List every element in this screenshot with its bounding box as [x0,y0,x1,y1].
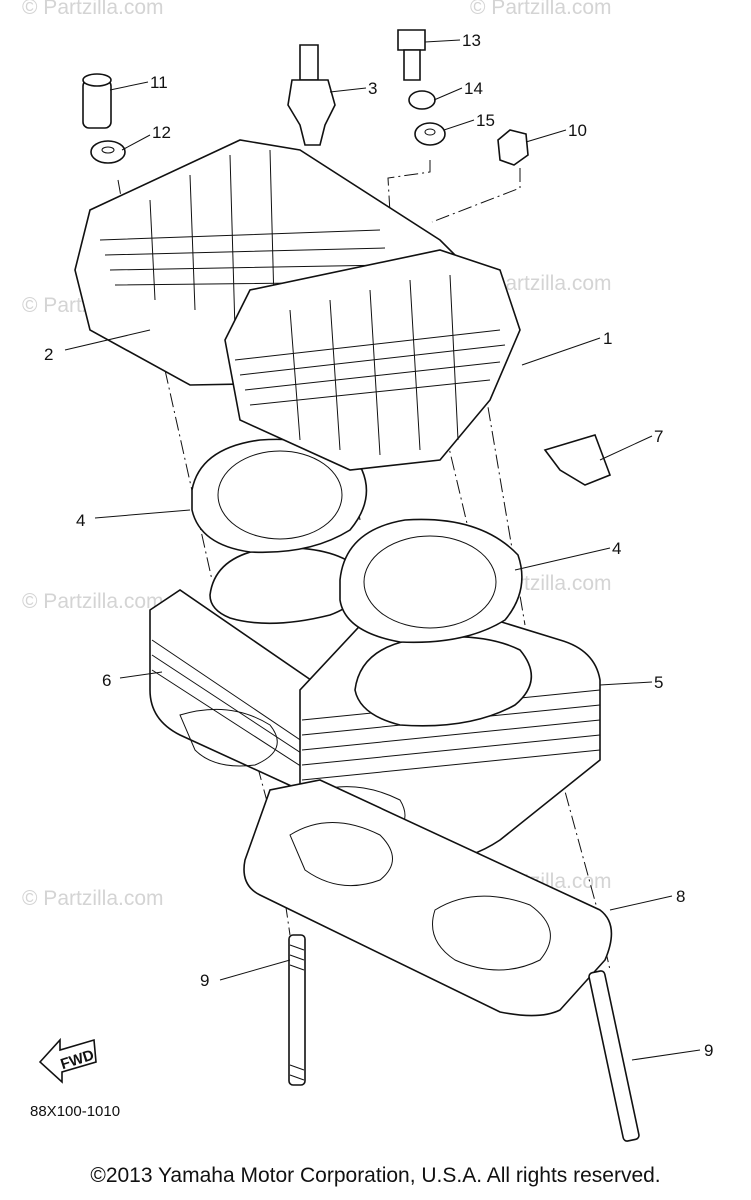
callout-15: 15 [476,111,495,130]
callout-7: 7 [654,427,663,446]
callout-11: 11 [150,73,168,92]
callout-9: 9 [704,1041,713,1060]
diagram-code: 88X100-1010 [30,1103,120,1120]
callout-1: 1 [603,329,612,348]
copyright-notice: ©2013 Yamaha Motor Corporation, U.S.A. A… [90,1164,661,1187]
cylinder-heads [74,139,521,471]
watermark: © Partzilla.com [22,0,164,19]
callout-4: 4 [612,539,621,558]
callouts: 11 12 3 13 14 15 10 1 2 7 4 4 6 5 8 9 9 [44,31,713,1060]
callout-9: 9 [200,971,209,990]
small-parts: FWD [38,29,640,1142]
fwd-arrow-icon: FWD [38,1037,97,1084]
head-gaskets [191,438,523,644]
cylinder-block [149,546,601,861]
callout-3: 3 [368,79,377,98]
callout-2: 2 [44,345,53,364]
callout-6: 6 [102,671,111,690]
callout-12: 12 [152,123,171,142]
watermark: © Partzilla.com [22,590,164,613]
callout-14: 14 [464,79,483,98]
callout-10: 10 [568,121,587,140]
base-gasket [243,779,613,1017]
watermark: © Partzilla.com [22,887,164,910]
callout-5: 5 [654,673,663,692]
leader-lines [64,39,701,1061]
watermark: © Partzilla.com [470,0,612,19]
callout-4: 4 [76,511,85,530]
callout-8: 8 [676,887,685,906]
callout-13: 13 [462,31,481,50]
